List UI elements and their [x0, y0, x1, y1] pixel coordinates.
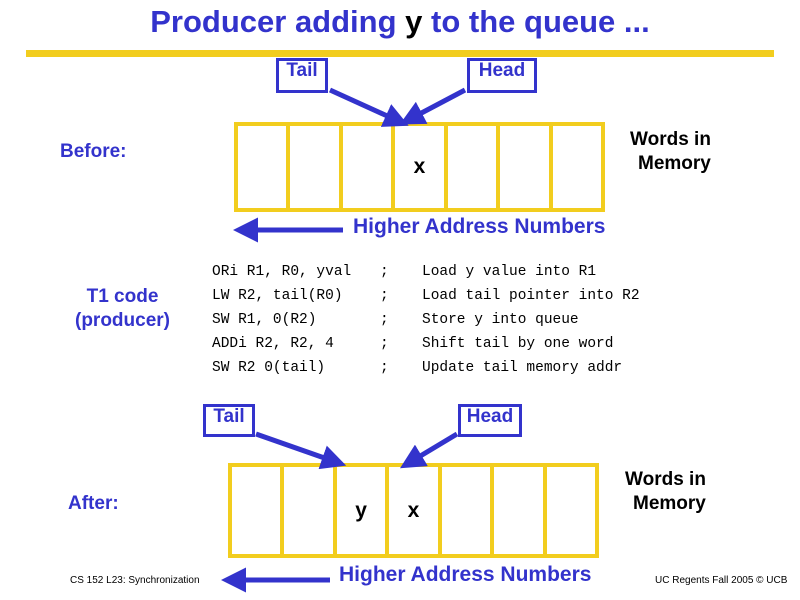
after-queue-cell-5 — [442, 467, 495, 554]
after-head-arrow — [399, 431, 459, 469]
code-section-title-line2: (producer) — [75, 310, 170, 331]
after-tail-label: Tail — [213, 406, 245, 427]
code-comment: Shift tail by one word — [422, 336, 614, 352]
code-comment-separator: ; — [380, 312, 389, 328]
before-tail-arrow — [328, 87, 409, 127]
before-queue-cell-3 — [343, 126, 396, 208]
code-instruction: ORi R1, R0, yval — [212, 264, 352, 280]
before-head-pointer-box: Head — [467, 58, 537, 93]
code-line: LW R2, tail(R0); Load tail pointer into R… — [212, 284, 640, 308]
before-memory-queue: x — [234, 122, 605, 212]
after-queue-cell-7 — [547, 467, 595, 554]
footer-copyright: UC Regents Fall 2005 © UCB — [655, 575, 788, 586]
before-queue-cell-5 — [448, 126, 501, 208]
before-head-arrow — [399, 87, 467, 125]
before-queue-cell-6 — [500, 126, 553, 208]
after-label: After: — [68, 493, 119, 514]
code-comment-separator: ; — [380, 288, 389, 304]
after-memory-caption-line2: Memory — [633, 493, 706, 514]
before-tail-pointer-box: Tail — [276, 58, 328, 93]
code-comment: Update tail memory addr — [422, 360, 623, 376]
before-tail-label: Tail — [286, 60, 318, 81]
code-section-title: T1 code (producer) — [45, 285, 200, 333]
page-title-variable: y — [405, 4, 423, 39]
title-divider — [26, 50, 774, 57]
before-queue-cell-4: x — [395, 126, 448, 208]
code-line: SW R2 0(tail); Update tail memory addr — [212, 356, 640, 380]
code-comment: Store y into queue — [422, 312, 579, 328]
assembly-code-block: ORi R1, R0, yval; Load y value into R1 LW … — [212, 260, 640, 380]
code-instruction: ADDi R2, R2, 4 — [212, 336, 334, 352]
code-line: ADDi R2, R2, 4; Shift tail by one word — [212, 332, 640, 356]
code-comment-separator: ; — [380, 360, 389, 376]
code-instruction: SW R2 0(tail) — [212, 360, 326, 376]
code-comment: Load tail pointer into R2 — [422, 288, 640, 304]
code-line: ORi R1, R0, yval; Load y value into R1 — [212, 260, 640, 284]
after-queue-cell-6 — [494, 467, 547, 554]
page-title-suffix: to the queue ... — [422, 4, 650, 39]
after-queue-cell-3: y — [337, 467, 390, 554]
page-title-prefix: Producer adding — [150, 4, 406, 39]
code-comment: Load y value into R1 — [422, 264, 597, 280]
code-section-title-line1: T1 code — [86, 286, 159, 307]
code-instruction: SW R1, 0(R2) — [212, 312, 317, 328]
code-comment-separator: ; — [380, 264, 389, 280]
after-queue-cell-4: x — [389, 467, 442, 554]
after-queue-cell-2 — [284, 467, 337, 554]
after-memory-caption: Words in Memory — [625, 468, 795, 516]
after-queue-cell-1 — [232, 467, 285, 554]
before-queue-cell-2 — [290, 126, 343, 208]
code-instruction: LW R2, tail(R0) — [212, 288, 343, 304]
after-memory-caption-line1: Words in — [625, 469, 706, 490]
code-line: SW R1, 0(R2); Store y into queue — [212, 308, 640, 332]
after-tail-pointer-box: Tail — [203, 404, 255, 437]
before-label: Before: — [60, 141, 127, 162]
after-direction-label: Higher Address Numbers — [339, 563, 592, 586]
code-comment-separator: ; — [380, 336, 389, 352]
before-memory-caption: Words in Memory — [630, 128, 790, 176]
before-direction-label: Higher Address Numbers — [353, 215, 606, 238]
after-head-label: Head — [466, 406, 514, 427]
before-queue-cell-1 — [238, 126, 291, 208]
after-head-pointer-box: Head — [458, 404, 522, 437]
before-queue-cell-7 — [553, 126, 601, 208]
before-memory-caption-line2: Memory — [638, 153, 711, 174]
after-tail-arrow — [255, 431, 347, 470]
before-head-label: Head — [478, 60, 526, 81]
before-memory-caption-line1: Words in — [630, 129, 711, 150]
page-title: Producer adding y to the queue ... — [0, 2, 800, 42]
footer-course-label: CS 152 L23: Synchronization — [70, 575, 200, 586]
